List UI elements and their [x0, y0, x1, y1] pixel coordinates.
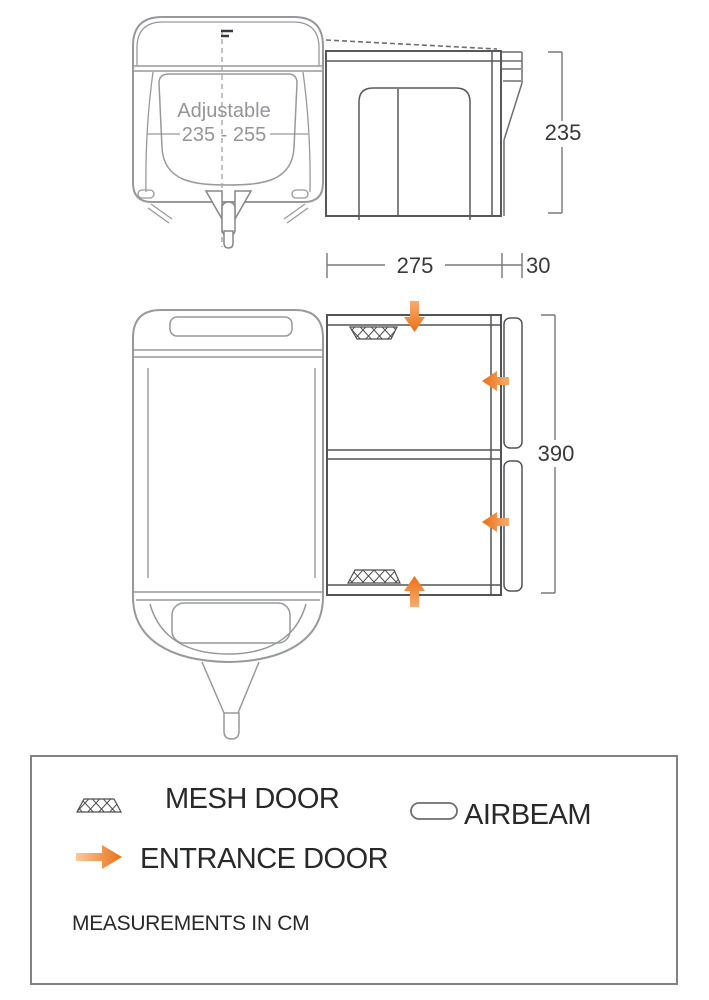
caravan-plan-nose-inner-curve	[149, 603, 307, 655]
entrance-door-label: ENTRANCE DOOR	[140, 843, 389, 875]
caravan-front-side-curves	[145, 71, 311, 193]
caravan-plan-rear-window	[169, 316, 293, 337]
dim-235-value: 235	[545, 120, 582, 145]
awning-side-body	[325, 50, 502, 217]
airbeam-pill-icon	[410, 802, 458, 820]
mesh-door-icon-bottom	[346, 569, 401, 584]
caravan-plan-side-lines	[147, 368, 316, 578]
mesh-door-icon-top	[348, 326, 398, 340]
awning-plan-middle-beam	[327, 449, 501, 460]
caravan-front-body	[132, 16, 324, 203]
caravan-plan-rear-band	[133, 349, 323, 358]
legend-box: MESH DOOR AIRBEAM ENTRANCE DOOR MEASUREM…	[30, 755, 678, 985]
drawbar	[201, 661, 260, 714]
dimension-width-390: 390	[538, 314, 575, 594]
front-badge-icon	[221, 29, 233, 38]
dim-390-bracket	[541, 314, 556, 594]
caravan-plan-front-band	[134, 591, 322, 601]
entrance-arrow-icon-down	[404, 301, 425, 332]
corner-steady-left	[147, 203, 173, 224]
marker-light-left	[137, 189, 155, 199]
dim-275-value: 275	[397, 253, 434, 278]
caravan-roofline-dashed	[325, 39, 498, 50]
caravan-front-roof-inner	[136, 21, 320, 66]
caravan-plan-front-window	[171, 602, 291, 644]
jockey-wheel	[223, 230, 234, 249]
dim-30-value: 30	[526, 253, 550, 278]
dim-235-bracket	[548, 51, 563, 214]
entrance-arrow-icon-left-lower	[482, 512, 509, 532]
hitch-wing-right	[234, 190, 253, 222]
entrance-arrow-icon	[76, 845, 122, 869]
hitch-coupling	[223, 712, 240, 740]
mesh-door-label: MESH DOOR	[165, 783, 340, 815]
measurements-note: MEASUREMENTS IN CM	[72, 912, 310, 935]
hitch-wing-left	[204, 190, 223, 222]
dimension-height-235: 235	[545, 51, 582, 214]
adjustable-label: Adjustable	[177, 100, 270, 122]
hitch-assembly	[204, 190, 253, 249]
awning-rail-band	[133, 65, 323, 72]
airbeam-label: AIRBEAM	[464, 799, 592, 831]
door-foot-stubs	[358, 216, 471, 220]
dimension-depth-275-30: 275 30	[326, 253, 550, 278]
mesh-door-icon	[75, 798, 123, 813]
marker-light-right	[291, 189, 309, 199]
awning-plan-view	[326, 314, 523, 596]
dim-ticks	[326, 253, 523, 278]
dim-390-value: 390	[538, 441, 575, 466]
awning-side-view	[325, 39, 523, 220]
entrance-arrow-icon-up	[404, 576, 425, 607]
caravan-front-view: Adjustable 235 - 255	[132, 16, 324, 249]
caravan-plan-body	[132, 309, 324, 664]
adjustable-height-range: 235 - 255	[182, 124, 267, 146]
awning-side-door	[358, 87, 471, 216]
entrance-door-arrows	[404, 301, 509, 607]
corner-steady-right	[283, 203, 309, 224]
awning-dimensions-diagram: Adjustable 235 - 255 235 275 30	[132, 16, 582, 740]
caravan-side-profile	[502, 51, 523, 216]
caravan-plan-view	[132, 309, 324, 740]
entrance-arrow-icon-left-upper	[482, 371, 509, 391]
awning-plan-body	[326, 314, 502, 596]
caravan-front-window	[158, 73, 298, 186]
